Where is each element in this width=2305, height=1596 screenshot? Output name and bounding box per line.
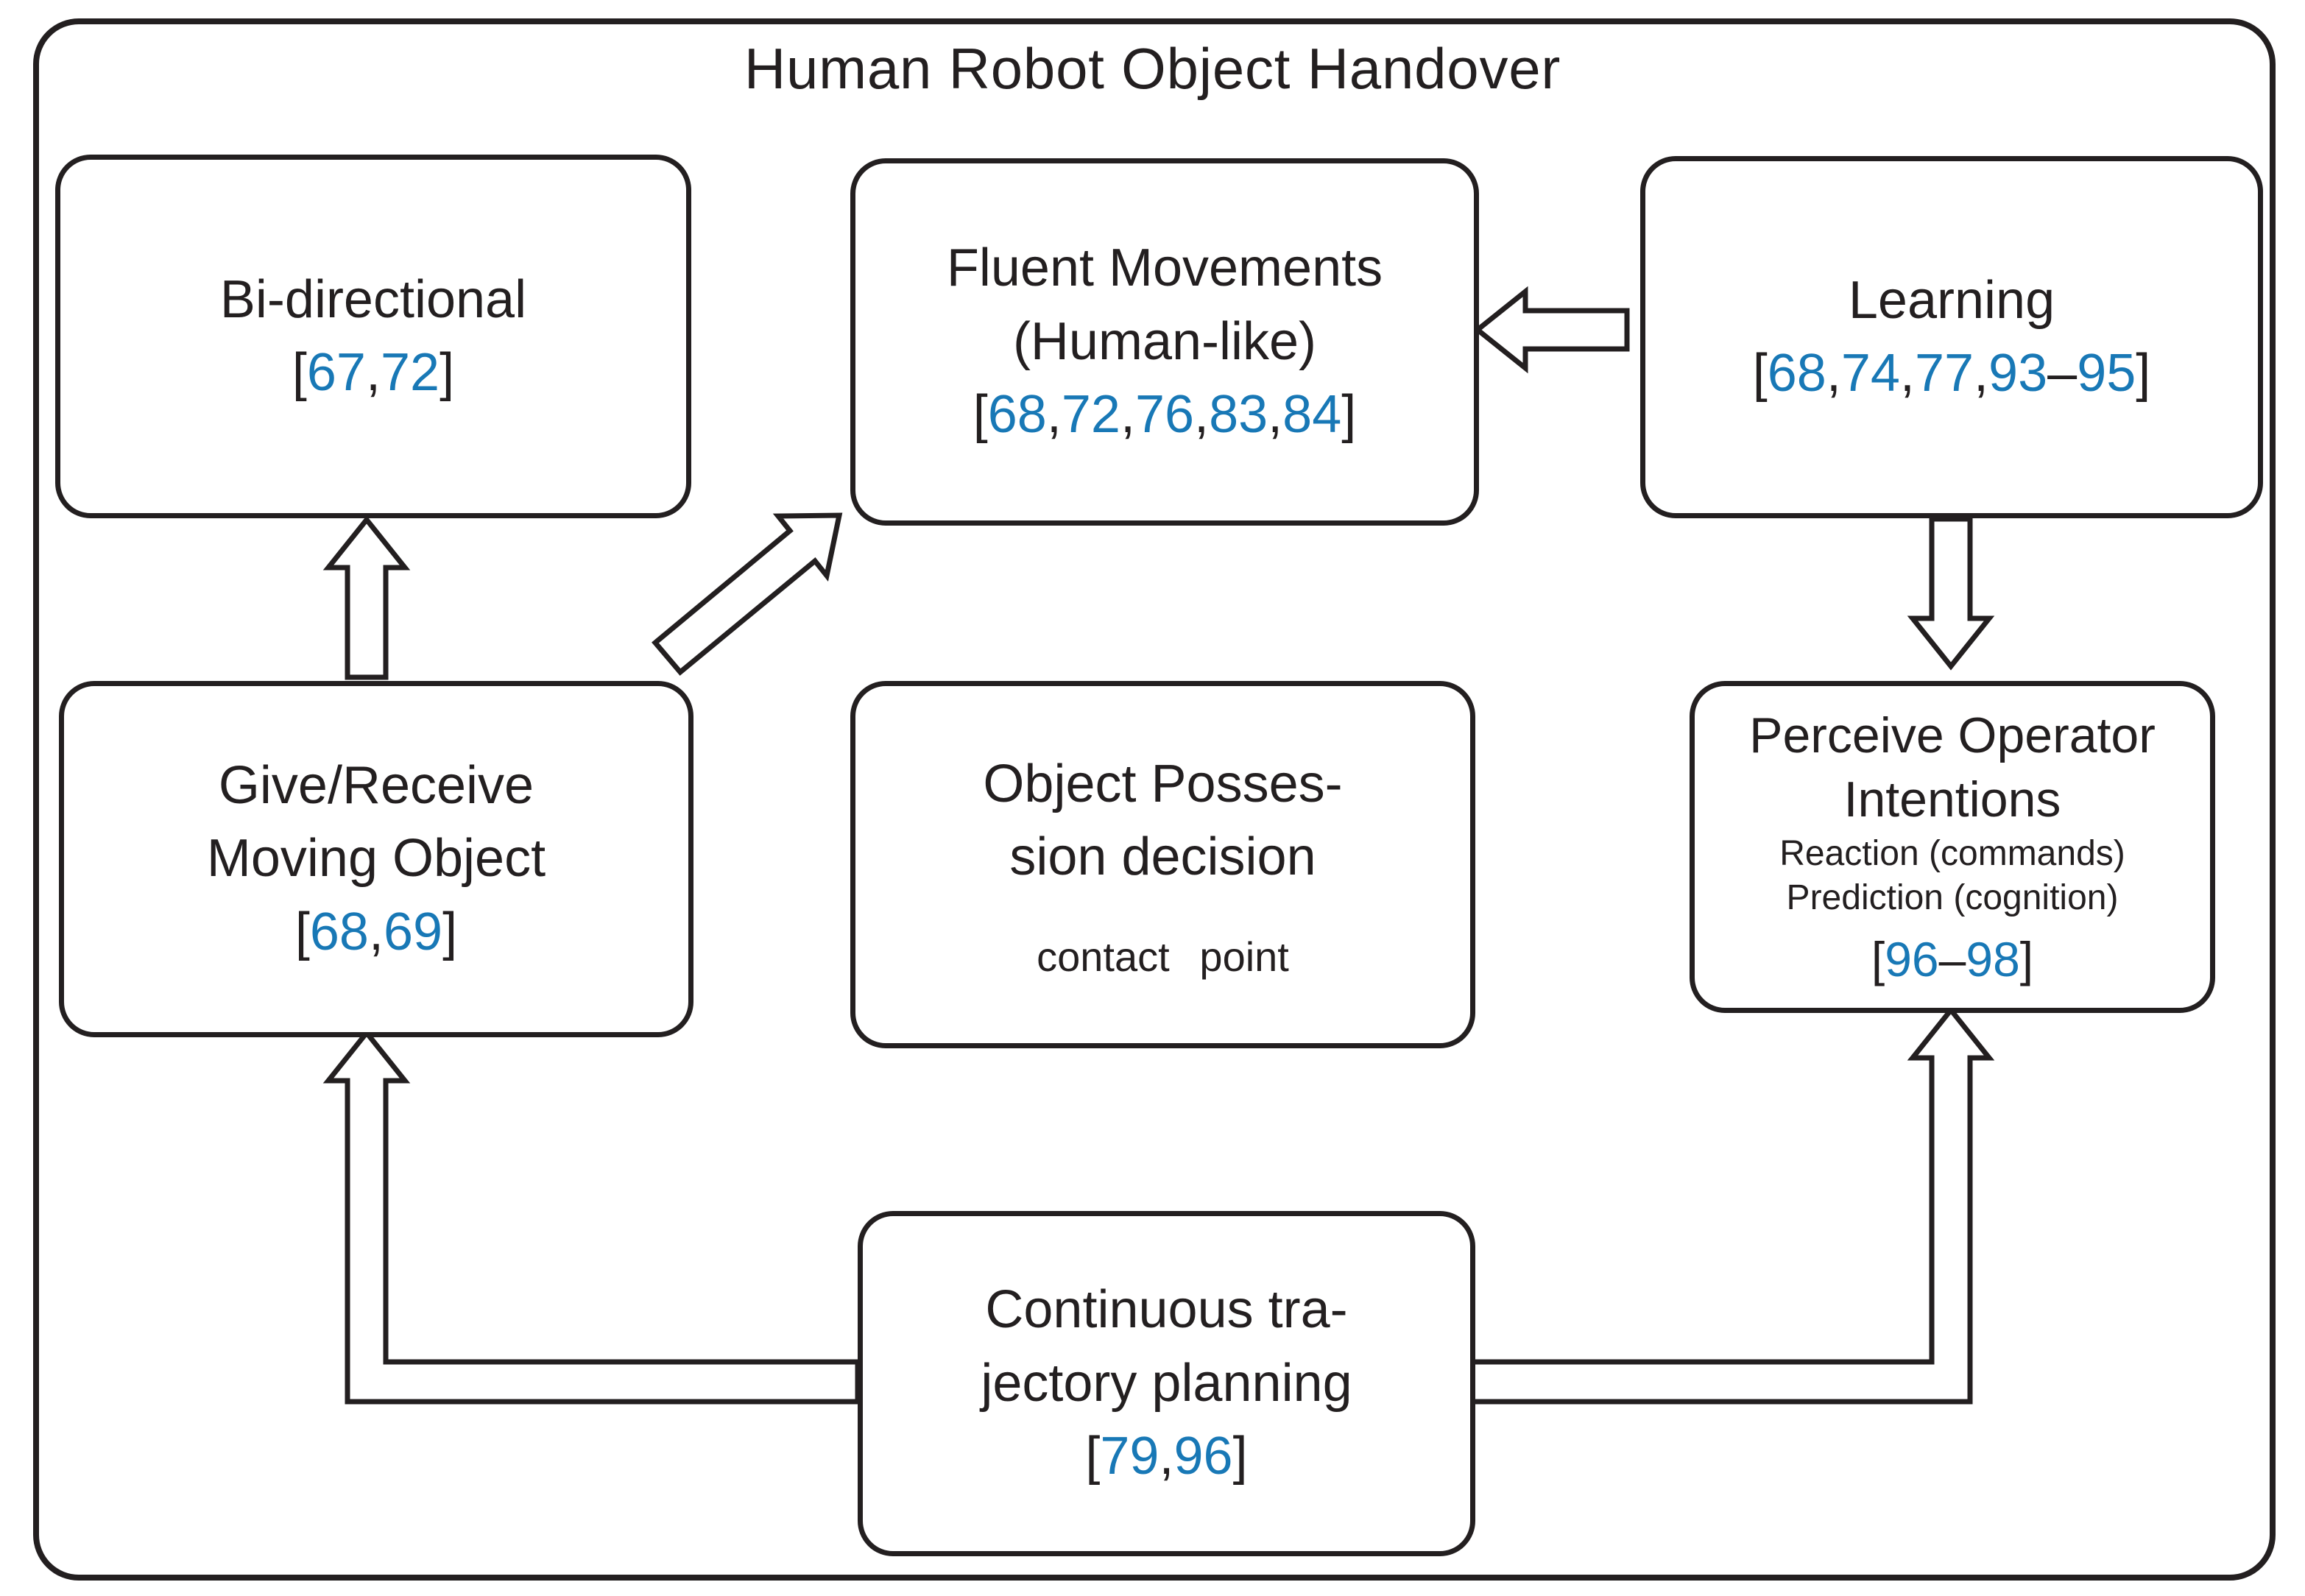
arrow-learning-to-fluent-movements [1473, 286, 1630, 374]
arrow-learning-to-perceive-operator [1907, 516, 1995, 671]
arrow-continuous-trajectory-to-perceive-operator [1462, 1006, 1995, 1405]
box-learning: Learning [68,74,77,93–95] [1640, 156, 2263, 518]
box-label: Learning [1848, 270, 2055, 330]
box-label: Fluent Movements [946, 239, 1383, 298]
box-sublabel: Prediction (cognition) [1786, 878, 2119, 918]
box-label: Perceive Operator [1749, 707, 2156, 763]
diagram-frame [33, 18, 2276, 1581]
box-note: contact point [1037, 933, 1289, 981]
box-label: Continuous tra- [985, 1280, 1348, 1340]
citation-give-receive: [68,69] [294, 902, 458, 961]
diagram-title: Human Robot Object Handover [744, 36, 1561, 101]
box-bi-directional: Bi-directional [67,72] [55, 155, 691, 518]
box-label: Moving Object [206, 829, 546, 889]
arrow-give-receive-to-fluent-movements [652, 512, 843, 676]
arrow-continuous-trajectory-to-give-receive [322, 1028, 861, 1405]
citation-bi-directional: [67,72] [292, 343, 455, 402]
box-label: sion decision [1009, 827, 1316, 886]
box-label: Bi-directional [219, 269, 527, 329]
box-label: jectory planning [981, 1353, 1352, 1413]
box-give-receive: Give/Receive Moving Object [68,69] [59, 681, 693, 1037]
citation-continuous-trajectory: [79,96] [1085, 1427, 1248, 1486]
citation-fluent-movements: [68,72,76,83,84] [973, 385, 1357, 445]
box-label: Give/Receive [218, 755, 534, 815]
box-continuous-trajectory-planning: Continuous tra- jectory planning [79,96] [858, 1211, 1475, 1556]
arrow-give-receive-to-bi-directional [322, 515, 411, 680]
citation-learning: [68,74,77,93–95] [1752, 344, 2151, 403]
box-sublabel: Reaction (commands) [1779, 833, 2125, 873]
box-fluent-movements: Fluent Movements (Human-like) [68,72,76,… [850, 158, 1479, 526]
box-perceive-operator-intentions: Perceive Operator Intentions Reaction (c… [1690, 681, 2215, 1013]
box-label: Object Posses- [983, 754, 1343, 813]
box-label: (Human-like) [1012, 311, 1317, 371]
box-label: Intentions [1843, 771, 2061, 827]
box-object-possession: Object Posses- sion decision contact poi… [850, 681, 1475, 1048]
citation-perceive-operator: [96–98] [1871, 931, 2034, 986]
